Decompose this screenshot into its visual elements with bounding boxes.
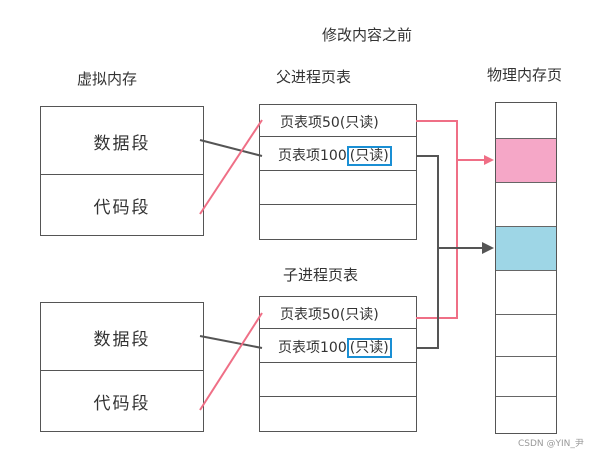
parent-entry-100-label: 页表项100: [278, 148, 347, 164]
credit-watermark: CSDN @YIN_尹: [518, 439, 584, 449]
parent-code-to-entry50-line: [199, 119, 263, 215]
child-page-table-header: 子进程页表: [283, 266, 359, 284]
child-entry-50-label: 页表项50: [280, 307, 340, 323]
child-data-to-entry100-line: [199, 335, 263, 349]
child-entry-50-tag: (只读): [339, 307, 379, 323]
parent-entry-50-tag: (只读): [339, 115, 379, 131]
parent-page-table-header: 父进程页表: [276, 68, 352, 86]
child-entry50-to-pink-page-path: [416, 160, 458, 319]
parent-data-segment: 数据段: [93, 133, 151, 154]
parent-virtual-memory: 数据段 代码段: [40, 106, 204, 236]
physical-page-blue: [496, 227, 556, 271]
parent-code-segment: 代码段: [93, 197, 151, 218]
parent-entry-100: 页表项100(只读): [278, 145, 392, 166]
diagram-title: 修改内容之前: [322, 26, 413, 44]
parent-page-table: 页表项50(只读) 页表项100(只读): [259, 104, 417, 240]
physical-page: [496, 183, 556, 227]
parent-entry100-to-blue-page-arrow: [416, 155, 494, 254]
child-entry-50: 页表项50(只读): [280, 304, 379, 324]
physical-page-pink: [496, 139, 556, 183]
physical-memory-header: 物理内存页: [487, 66, 563, 84]
child-code-to-entry50-line: [199, 312, 263, 411]
child-entry-100-label: 页表项100: [278, 340, 347, 356]
physical-page: [496, 271, 556, 315]
child-data-segment: 数据段: [93, 329, 151, 350]
parent-data-to-entry100-line: [199, 139, 263, 157]
physical-memory: [495, 102, 557, 434]
physical-page: [496, 103, 556, 139]
child-page-table: 页表项50(只读) 页表项100(只读): [259, 296, 417, 432]
child-code-segment: 代码段: [93, 393, 151, 414]
child-entry-100: 页表项100(只读): [278, 337, 392, 358]
parent-entry50-to-pink-page-arrow: [416, 120, 494, 165]
parent-entry-50: 页表项50(只读): [280, 112, 379, 132]
physical-page: [496, 315, 556, 357]
parent-entry-50-label: 页表项50: [280, 115, 340, 131]
parent-entry-100-readonly-tag: (只读): [346, 146, 392, 166]
physical-page: [496, 357, 556, 397]
child-virtual-memory: 数据段 代码段: [40, 302, 204, 432]
child-entry-100-readonly-tag: (只读): [346, 338, 392, 358]
child-entry100-to-blue-page-path: [416, 248, 439, 349]
virtual-memory-header: 虚拟内存: [77, 70, 138, 88]
